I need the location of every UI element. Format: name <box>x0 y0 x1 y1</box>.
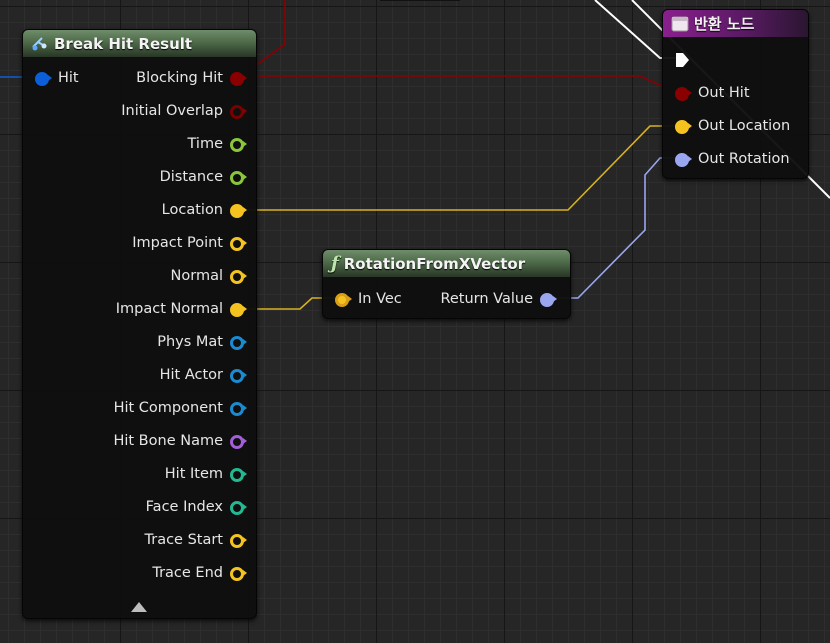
return-value-label: Return Value <box>440 291 533 307</box>
phys-mat-pin-row[interactable]: Phys Mat <box>157 332 247 352</box>
time-pin-label: Time <box>187 136 224 152</box>
break-struct-icon <box>31 36 49 52</box>
return-value-pin-row[interactable]: Return Value <box>440 289 557 309</box>
hit-bone-name-pin-label: Hit Bone Name <box>113 433 223 449</box>
break-hit-result-header[interactable]: Break Hit Result <box>23 30 256 57</box>
rotation-from-x-vector-header[interactable]: ƒ RotationFromXVector <box>323 250 570 277</box>
return-value-pin[interactable] <box>540 292 557 307</box>
impact-normal-pin[interactable] <box>230 302 247 317</box>
trace-start-pin[interactable] <box>230 533 247 548</box>
blocking-hit-to-out-hit-wire[interactable] <box>240 75 676 93</box>
trace-end-pin-row[interactable]: Trace End <box>152 563 247 583</box>
location-pin-row[interactable]: Location <box>161 200 247 220</box>
impact-point-pin-label: Impact Point <box>132 235 223 251</box>
initial-overlap-pin-label: Initial Overlap <box>121 103 223 119</box>
face-index-pin-row[interactable]: Face Index <box>145 497 247 517</box>
return-node-title: 반환 노드 <box>694 15 755 33</box>
hit-actor-pin-label: Hit Actor <box>159 367 223 383</box>
out-hit-pin-label: Out Hit <box>698 85 750 101</box>
hit-item-pin-row[interactable]: Hit Item <box>164 464 247 484</box>
hit-bone-name-pin[interactable] <box>230 434 247 449</box>
in-vec-pin-row[interactable]: In Vec <box>335 289 402 309</box>
distance-pin-row[interactable]: Distance <box>159 167 247 187</box>
rotation-from-x-vector-node[interactable]: ƒ RotationFromXVector In Vec Return Valu… <box>322 249 571 319</box>
impact-point-pin-row[interactable]: Impact Point <box>132 233 247 253</box>
hit-actor-pin-row[interactable]: Hit Actor <box>159 365 247 385</box>
blocking-hit-pin[interactable] <box>230 71 247 86</box>
face-index-pin[interactable] <box>230 500 247 515</box>
in-vec-pin[interactable] <box>335 292 352 307</box>
hit-component-pin-row[interactable]: Hit Component <box>113 398 247 418</box>
impact-normal-pin-row[interactable]: Impact Normal <box>115 299 247 319</box>
break-hit-result-title: Break Hit Result <box>54 34 193 53</box>
out-hit-pin[interactable] <box>675 86 692 101</box>
hit-struct-pin[interactable] <box>35 71 52 86</box>
time-pin[interactable] <box>230 137 247 152</box>
trace-start-pin-label: Trace Start <box>144 532 224 548</box>
out-rotation-pin[interactable] <box>675 152 692 167</box>
out-location-pin[interactable] <box>675 119 692 134</box>
out-hit-pin-row[interactable]: Out Hit <box>675 83 750 103</box>
time-pin-row[interactable]: Time <box>187 134 247 154</box>
phys-mat-pin-label: Phys Mat <box>157 334 223 350</box>
out-location-pin-row[interactable]: Out Location <box>675 116 790 136</box>
distance-pin[interactable] <box>230 170 247 185</box>
exec-input-pin-icon[interactable] <box>675 52 690 68</box>
location-pin-label: Location <box>161 202 223 218</box>
hit-actor-pin[interactable] <box>230 368 247 383</box>
blocking-hit-pin-label: Blocking Hit <box>136 70 223 86</box>
phys-mat-pin[interactable] <box>230 335 247 350</box>
trace-end-pin[interactable] <box>230 566 247 581</box>
normal-pin[interactable] <box>230 269 247 284</box>
collapse-advanced-arrow-icon[interactable] <box>131 602 147 612</box>
normal-pin-label: Normal <box>170 268 223 284</box>
hit-pin-label: Hit <box>58 70 79 86</box>
in-vec-label: In Vec <box>358 291 402 307</box>
impact-point-pin[interactable] <box>230 236 247 251</box>
initial-overlap-pin-row[interactable]: Initial Overlap <box>121 101 247 121</box>
location-to-out-location-wire[interactable] <box>240 125 675 211</box>
distance-pin-label: Distance <box>159 169 223 185</box>
trace-start-pin-row[interactable]: Trace Start <box>144 530 247 550</box>
out-location-pin-label: Out Location <box>698 118 791 134</box>
hit-item-pin-label: Hit Item <box>164 466 223 482</box>
blocking-hit-pin-row[interactable]: Blocking Hit <box>136 68 247 88</box>
return-node-icon <box>671 16 689 32</box>
hit-component-pin[interactable] <box>230 401 247 416</box>
hit-input-pin-row[interactable]: Hit <box>35 68 79 88</box>
normal-pin-row[interactable]: Normal <box>170 266 247 286</box>
function-icon: ƒ <box>331 253 339 274</box>
out-rotation-pin-label: Out Rotation <box>698 151 790 167</box>
rotation-from-x-vector-title: RotationFromXVector <box>343 254 526 273</box>
hit-component-pin-label: Hit Component <box>113 400 223 416</box>
location-pin[interactable] <box>230 203 247 218</box>
impact-normal-pin-label: Impact Normal <box>115 301 223 317</box>
initial-overlap-pin[interactable] <box>230 104 247 119</box>
return-node-header[interactable]: 반환 노드 <box>663 10 808 37</box>
exec-input-pin-row[interactable] <box>675 50 690 70</box>
hit-item-pin[interactable] <box>230 467 247 482</box>
trace-end-pin-label: Trace End <box>152 565 223 581</box>
face-index-pin-label: Face Index <box>145 499 223 515</box>
hit-bone-name-pin-row[interactable]: Hit Bone Name <box>113 431 247 451</box>
out-rotation-pin-row[interactable]: Out Rotation <box>675 149 790 169</box>
